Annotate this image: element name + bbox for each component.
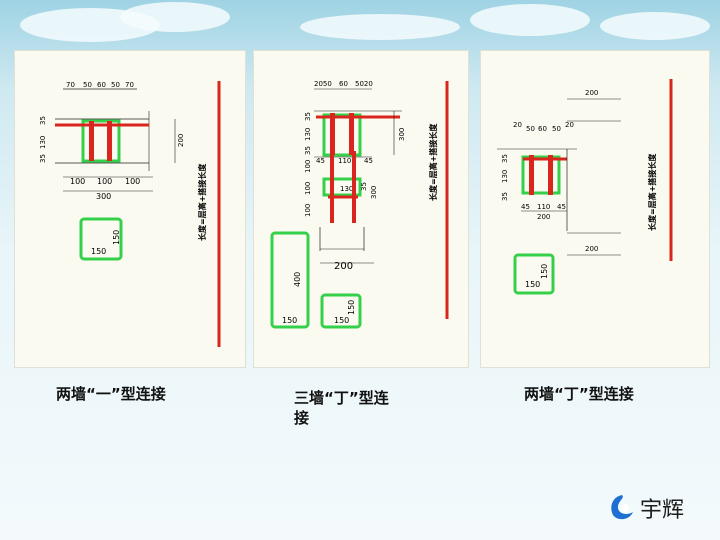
p2-inner-dim: 45 (364, 157, 373, 165)
p3-left-dim: 130 (501, 170, 509, 183)
p3-top-small: 20 (513, 121, 522, 129)
p3-top-small: 60 (538, 125, 547, 133)
p1-right-dim: 200 (177, 134, 185, 147)
p3-box-dim: 150 (540, 264, 549, 279)
p1-bottom-dim: 100 (70, 177, 85, 186)
p3-lower-dim: 200 (585, 245, 598, 253)
p1-left-dim: 35 (39, 116, 47, 125)
p1-top-dim: 70 (125, 81, 134, 89)
p2-tall-dim: 400 (293, 272, 302, 287)
p2-bottom-dim: 200 (334, 261, 353, 272)
caption-two-wall-straight: 两墙“一”型连接 (56, 385, 166, 403)
p3-left-dim: 35 (501, 154, 509, 163)
p2-inner-dim: 130 (340, 185, 353, 193)
p1-top-dim: 50 (111, 81, 120, 89)
p2-right-dim: 300 (398, 128, 406, 141)
p3-note: 长度=层高+搭接长度 (647, 153, 657, 231)
p2-right-dim: 35 (360, 182, 368, 191)
caption-line: 三墙“丁”型连 (294, 389, 389, 407)
p3-bottom-dim: 45 (557, 203, 566, 211)
p1-bottom-dim: 100 (97, 177, 112, 186)
p2-left-dim: 100 (304, 160, 312, 173)
p1-top-dim: 60 (97, 81, 106, 89)
p1-left-dim: 35 (39, 154, 47, 163)
p3-top-dim: 200 (585, 89, 598, 97)
logo-icon (611, 495, 633, 520)
p1-total-dim: 300 (96, 192, 111, 201)
caption-line: 接 (294, 409, 310, 427)
p1-box-dim: 150 (91, 247, 106, 256)
p2-left-dim: 130 (304, 128, 312, 141)
p2-left-dim: 35 (304, 146, 312, 155)
p2-inner-dim: 110 (338, 157, 351, 165)
p3-bottom-dim: 45 (521, 203, 530, 211)
p2-left-dim: 100 (304, 204, 312, 217)
p2-tall-dim: 150 (282, 316, 297, 325)
panel-two-wall-tee: 200 20 50 60 50 20 35 130 35 45 110 45 2… (480, 50, 710, 368)
p3-top-small: 50 (526, 125, 535, 133)
p2-left-dim: 100 (304, 182, 312, 195)
p2-left-dim: 35 (304, 112, 312, 121)
p3-inner-total: 200 (537, 213, 550, 221)
p2-top-dim: 5020 (355, 80, 373, 88)
panel-three-wall-tee: 2050 60 5020 35 130 35 100 100 100 45 11… (253, 50, 469, 368)
caption-two-wall-tee: 两墙“丁”型连接 (524, 385, 634, 403)
p2-top-dim: 60 (339, 80, 348, 88)
p3-top-small: 20 (565, 121, 574, 129)
p2-top-dim: 2050 (314, 80, 332, 88)
p3-box-dim: 150 (525, 280, 540, 289)
p3-top-small: 50 (552, 125, 561, 133)
p1-box-dim: 150 (112, 230, 121, 245)
p2-box-dim: 150 (334, 316, 349, 325)
p3-bottom-dim: 110 (537, 203, 550, 211)
p1-note: 长度=层高+搭接长度 (197, 163, 207, 241)
p2-box-dim: 150 (347, 300, 356, 315)
p1-top-dim: 70 (66, 81, 75, 89)
p1-left-dim: 130 (39, 136, 47, 149)
p2-inner-dim: 45 (316, 157, 325, 165)
brand-logo: 宇辉 (607, 492, 697, 526)
p2-note: 长度=层高+搭接长度 (428, 123, 438, 201)
logo-text: 宇辉 (640, 498, 685, 523)
p1-bottom-dim: 100 (125, 177, 140, 186)
p1-top-dim: 50 (83, 81, 92, 89)
p2-right-dim: 300 (370, 186, 378, 199)
panel-two-wall-straight: 70 50 60 50 70 35 130 35 200 100 100 100… (14, 50, 246, 368)
p3-left-dim: 35 (501, 192, 509, 201)
caption-three-wall-tee: 三墙“丁”型连 接 (294, 388, 434, 428)
